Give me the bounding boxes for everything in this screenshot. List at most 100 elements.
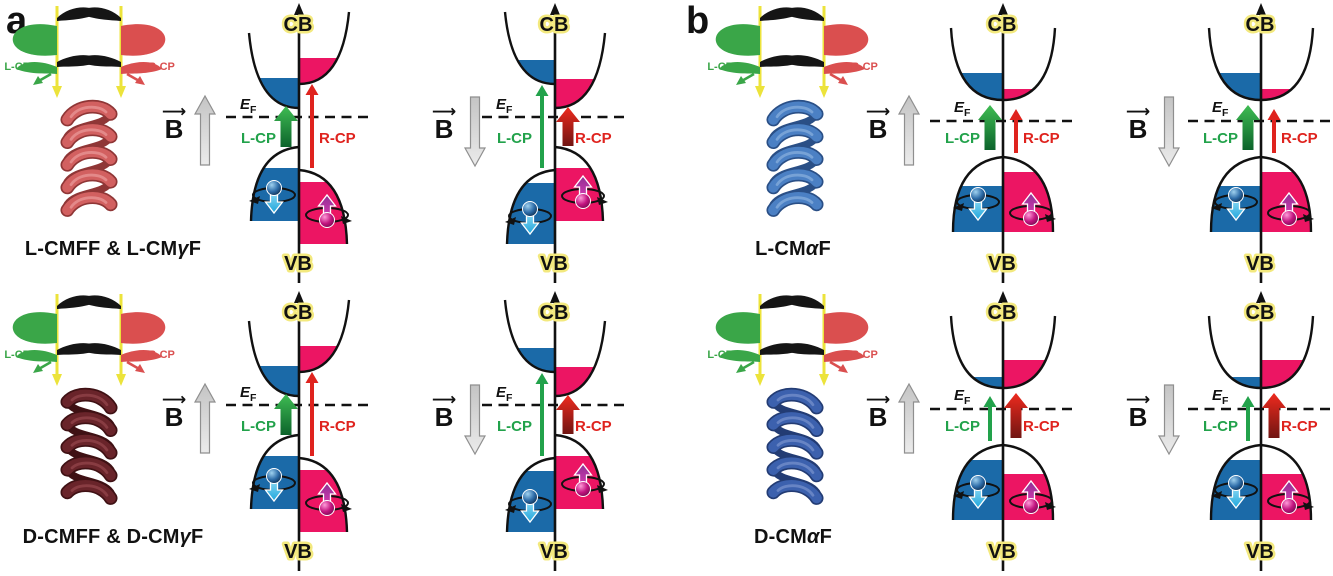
rcp-label: R-CP (319, 130, 356, 147)
magnetic-field-block-down: ⟶B (428, 382, 487, 456)
cp-direction-arrowhead (33, 76, 43, 85)
cb-spin-up-fill (299, 58, 338, 84)
molecule-label-part: D-CM (753, 526, 807, 548)
helix-coil (766, 99, 824, 217)
b-vector-label: ⟶B (428, 104, 460, 142)
cp-label: R-CP (851, 349, 878, 361)
cp-direction-arrowhead (736, 364, 746, 373)
spin-down-electron (1211, 187, 1258, 222)
rotation-arrowhead (505, 505, 516, 513)
ef-label: EF (954, 387, 971, 407)
vb-dome-left (249, 433, 300, 510)
field-direction-arrow-down (463, 96, 487, 168)
helix-highlight (69, 151, 108, 164)
field-lobe-black-top (79, 7, 121, 21)
cb-label: CB (284, 14, 313, 36)
helix-illustration-L (766, 99, 824, 217)
propagation-arrowhead (116, 374, 126, 386)
helix-illustration-L (60, 99, 118, 217)
cb-parabola-right (554, 320, 607, 398)
cb-spin-down-fill (259, 78, 299, 108)
cp-label: L-CP (4, 61, 30, 73)
lcp-light-unit: L-CP (707, 294, 803, 386)
electron-sphere (522, 489, 538, 505)
rotation-arrowhead (341, 504, 352, 512)
ef-label: EF (240, 96, 257, 116)
cb-spin-down-fill (972, 377, 1003, 388)
electron-sphere (1228, 475, 1244, 491)
rcp-transition-arrow (1009, 109, 1023, 153)
b-field-symbol: B (868, 113, 888, 144)
vb-label: VB (1246, 253, 1274, 275)
propagation-arrowhead (819, 374, 829, 386)
spin-down-electron (505, 201, 552, 236)
vb-label: VB (988, 253, 1016, 275)
ef-label: EF (496, 384, 513, 404)
spin-down-electron (953, 187, 1000, 222)
spin-up-electron (305, 193, 352, 228)
b-field-symbol: B (1128, 113, 1148, 144)
b-vector-label: ⟶B (1122, 104, 1154, 144)
cp-label: L-CP (707, 61, 733, 73)
electron-sphere (1023, 210, 1039, 226)
rotation-arrowhead (597, 197, 608, 205)
b-vector-overline-arrow: ⟶ (865, 102, 891, 122)
spin-up-electron (561, 174, 608, 209)
electron-sphere (319, 500, 335, 516)
cb-spin-down-fill (1218, 73, 1261, 100)
spin-up-electron (1009, 479, 1056, 514)
helix-highlight (775, 105, 814, 119)
field-lobe-colored (12, 312, 57, 344)
rcp-light-unit: R-CP (78, 294, 175, 386)
energy-axis-arrowhead (1256, 3, 1266, 15)
field-lobe-black-bottom (78, 343, 121, 355)
b-field-symbol: B (434, 401, 454, 432)
field-direction-arrow-down (1157, 384, 1181, 456)
helix-highlight (69, 173, 108, 187)
b-vector-overline-arrow: ⟶ (865, 390, 891, 410)
field-arrow-shape (193, 94, 217, 166)
lcp-transition-arrow (983, 396, 997, 441)
lcp-light-unit: L-CP (707, 6, 803, 98)
molecule-label-part: L-CM (755, 238, 806, 260)
cb-parabola-left (503, 11, 556, 86)
magnetic-field-block-up: ⟶B (158, 94, 217, 168)
propagation-arrowhead (116, 86, 126, 98)
cb-parabola-left (247, 32, 300, 110)
lcp-label: L-CP (497, 130, 532, 147)
field-direction-arrow-down (463, 384, 487, 456)
rotation-arrowhead (1211, 491, 1222, 499)
cb-parabola-right (298, 299, 351, 374)
propagation-arrowhead (52, 374, 62, 386)
b-vector-label: ⟶B (158, 392, 190, 430)
cb-label: CB (1246, 14, 1275, 36)
rcp-transition-arrow (305, 84, 319, 168)
molecule-label-part: D-CMFF & D-CM (22, 526, 180, 548)
field-lobe-black-bottom (78, 55, 121, 67)
rotation-arrowhead (1045, 214, 1056, 222)
electron-sphere (1281, 210, 1297, 226)
cp-direction-arrowhead (135, 364, 145, 373)
helix-highlight (69, 105, 108, 119)
molecule-label-part: F (188, 238, 202, 260)
vb-label: VB (1246, 541, 1274, 563)
cb-label: CB (284, 302, 313, 324)
rotation-arrowhead (341, 216, 352, 224)
lcp-light-unit: L-CP (4, 6, 100, 98)
helix-highlight (776, 484, 815, 497)
cb-label: CB (540, 302, 569, 324)
cb-parabola-right (554, 32, 607, 110)
electron-sphere (575, 481, 591, 497)
electron-sphere (266, 468, 282, 484)
molecule-label-part: α (805, 238, 819, 260)
energy-axis-arrowhead (294, 3, 304, 15)
helix-illustration-D (60, 387, 118, 505)
b-vector-label: ⟶B (862, 102, 894, 144)
energy-axis-arrowhead (998, 3, 1008, 15)
